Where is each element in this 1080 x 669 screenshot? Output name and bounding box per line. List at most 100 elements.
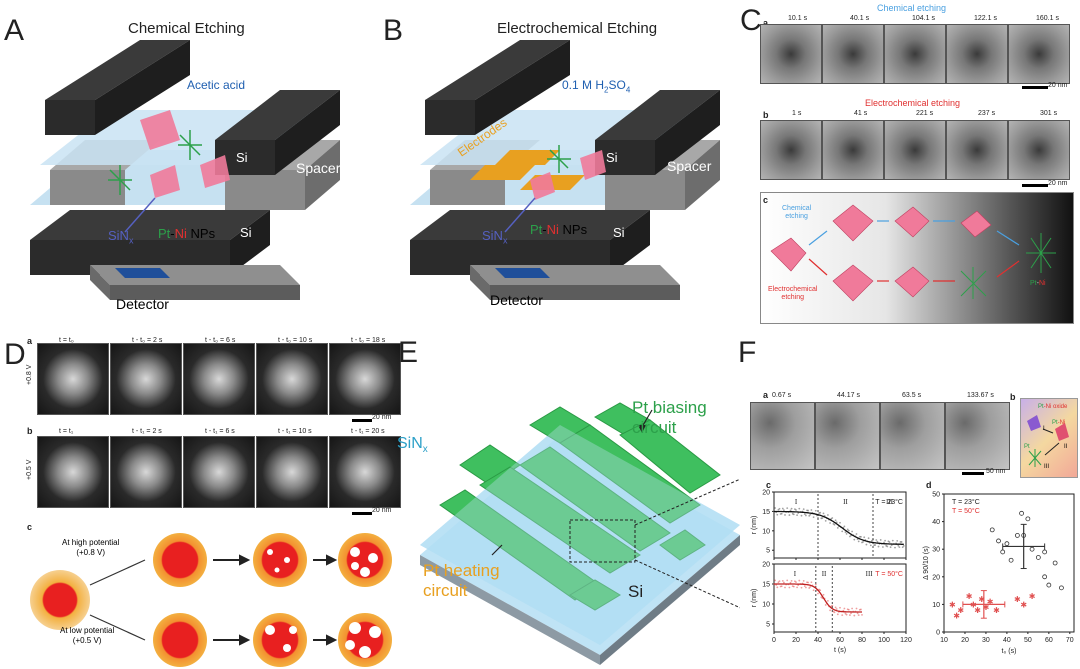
panel-d-high-2: (+0.8 V) bbox=[76, 548, 106, 557]
panel-f-row-a-scale: 50 nm bbox=[986, 468, 1006, 475]
panel-c-scheme-drawing bbox=[770, 204, 1056, 302]
fd-series-1-point-2: ✱ bbox=[957, 606, 964, 615]
panel-c-row-a-scalebar bbox=[1022, 86, 1048, 89]
panel-c-echem-label-2: etching bbox=[781, 294, 804, 301]
panel-c-row-b-label: b bbox=[763, 110, 769, 120]
panel-c-row-a-image-1 bbox=[760, 24, 822, 84]
fd-series-1-point-1: ✱ bbox=[953, 611, 960, 620]
fd-ytick-label-3: 30 bbox=[932, 547, 940, 554]
fc-bottom-xlabel: t (s) bbox=[834, 647, 846, 654]
panel-d-row-b-time-5: t - t₁ = 20 s bbox=[351, 428, 385, 435]
fc-bottom-xtick-label-0: 0 bbox=[772, 637, 776, 644]
panel-d-row-b-time-3: t - t₁ = 6 s bbox=[205, 428, 235, 435]
fc-top-stage-1: II bbox=[843, 498, 848, 506]
fc-bottom-point-53 bbox=[831, 604, 834, 607]
fd-series-1-point-9: ✱ bbox=[993, 606, 1000, 615]
fd-series-1-point-10: ✱ bbox=[1014, 595, 1021, 604]
fc-top-point-92 bbox=[874, 544, 877, 546]
fd-ytick-label-2: 20 bbox=[932, 574, 940, 581]
panel-c-row-b-scale: 20 nm bbox=[1048, 180, 1068, 187]
fc-top-point-73 bbox=[853, 538, 856, 541]
panel-c-row-b-image-1 bbox=[760, 120, 822, 180]
fd-series-0-point-11 bbox=[1046, 582, 1052, 588]
fc-top-point-117 bbox=[901, 546, 904, 549]
fd-xtick-label-5: 60 bbox=[1045, 637, 1053, 644]
panel-a-sinx-text: SiN bbox=[108, 228, 129, 243]
panel-f-b-ptni-pt: Pt bbox=[1052, 420, 1058, 426]
fc-bottom-point-21 bbox=[796, 586, 798, 589]
panel-c-row-a-image-4 bbox=[946, 24, 1008, 84]
fc-bottom-point-15 bbox=[789, 581, 792, 584]
fc-top-point-27 bbox=[802, 508, 805, 510]
fd-series-1-point-5: ✱ bbox=[974, 606, 981, 615]
panel-f-b-drawing bbox=[1027, 415, 1069, 467]
panel-b-solution: 0.1 M H2SO4 bbox=[562, 78, 630, 94]
fc-bottom-ytick-label-0: 5 bbox=[766, 622, 770, 629]
fc-top-point-106 bbox=[889, 546, 892, 549]
panel-e-pt-bias-2: circuit bbox=[632, 418, 677, 437]
panel-d-row-a-time-5: t - t₀ = 18 s bbox=[351, 337, 386, 344]
panel-f-row-a-time-1: 0.67 s bbox=[772, 392, 792, 399]
fc-top-point-12 bbox=[786, 507, 789, 510]
panel-c-row-b-time-5: 301 s bbox=[1040, 110, 1058, 117]
panel-c-row-a-image-3 bbox=[884, 24, 946, 84]
fc-top-point-45 bbox=[822, 512, 825, 515]
fc-top-point-9 bbox=[783, 509, 785, 512]
fc-top-point-8 bbox=[781, 507, 784, 510]
fc-top-annotation: T = 23°C bbox=[875, 498, 903, 506]
fc-top-point-16 bbox=[790, 507, 793, 510]
fd-series-0-point-1 bbox=[996, 538, 1001, 544]
panel-d-letter: D bbox=[4, 338, 26, 371]
fc-top-point-60 bbox=[839, 521, 841, 524]
fc-bottom-point-25 bbox=[800, 586, 803, 589]
panel-d-row-a-time-2: t - t₀ = 2 s bbox=[132, 337, 163, 344]
fc-top-point-64 bbox=[843, 525, 846, 528]
fc-top-point-53 bbox=[831, 517, 834, 519]
fd-xtick-label-1: 20 bbox=[961, 637, 969, 644]
fd-series-0-point-4 bbox=[1008, 557, 1014, 563]
fc-bottom-point-45 bbox=[822, 593, 825, 596]
fc-bottom-point-18 bbox=[792, 585, 795, 588]
panel-d-row-b-scale: 20 nm bbox=[372, 507, 392, 514]
fc-top-point-31 bbox=[807, 509, 809, 512]
fc-top-point-81 bbox=[862, 540, 864, 543]
panel-c-letter: C bbox=[740, 4, 762, 37]
fc-top-point-86 bbox=[867, 537, 870, 540]
fc-bottom-point-9 bbox=[783, 581, 785, 584]
panel-f-b-pt: Pt bbox=[1024, 444, 1030, 450]
fc-top-point-77 bbox=[857, 540, 860, 543]
fc-top-point-47 bbox=[824, 519, 827, 522]
fd-series-1-point-7: ✱ bbox=[983, 603, 990, 612]
panel-c-row-b-title: Electrochemical etching bbox=[865, 98, 961, 108]
panel-b-dash: - bbox=[542, 222, 547, 237]
fc-top-point-79 bbox=[860, 535, 862, 538]
panel-f-b-oxide-pt: Pt bbox=[1038, 404, 1044, 410]
panel-c-echem-label-1: Electrochemical bbox=[768, 286, 818, 293]
panel-c-ptni: Pt-Ni bbox=[1030, 280, 1046, 287]
fc-bottom-point-79 bbox=[860, 608, 862, 611]
fc-top-point-105 bbox=[888, 541, 891, 543]
fc-top-point-57 bbox=[835, 521, 838, 524]
fd-series-1-point-12: ✱ bbox=[1029, 592, 1036, 601]
fc-bottom-point-16 bbox=[790, 579, 793, 582]
panel-f-d-chart: 0102030405010203040506070✱✱✱✱✱✱✱✱✱✱✱✱✱T … bbox=[923, 492, 1075, 655]
panel-b-ptni: Pt-Ni NPs bbox=[530, 222, 587, 237]
fc-bottom-point-77 bbox=[857, 614, 860, 617]
fc-bottom-point-3 bbox=[776, 586, 779, 589]
fc-bottom-xtick-label-1: 20 bbox=[792, 637, 800, 644]
panel-c-chem-label: Chemical etching bbox=[782, 205, 811, 221]
panel-f-b-box bbox=[1020, 398, 1078, 478]
panel-a-nps: NPs bbox=[186, 226, 216, 241]
fc-top-point-93 bbox=[875, 539, 878, 541]
fc-top-point-28 bbox=[803, 513, 806, 515]
fc-bottom-point-42 bbox=[819, 589, 822, 592]
fc-top-point-36 bbox=[812, 516, 815, 519]
fc-top-point-7 bbox=[780, 512, 783, 515]
fd-annotation-0: T = 23°C bbox=[952, 498, 980, 506]
panel-c-row-b-image-4 bbox=[946, 120, 1008, 180]
fd-xtick-label-3: 40 bbox=[1003, 637, 1011, 644]
panel-d-row-b-time-4: t - t₁ = 10 s bbox=[278, 428, 312, 435]
panel-f-row-a-image-4 bbox=[945, 402, 1010, 470]
panel-c-row-a-time-3: 104.1 s bbox=[912, 15, 935, 22]
fc-bottom-point-27 bbox=[802, 580, 805, 582]
